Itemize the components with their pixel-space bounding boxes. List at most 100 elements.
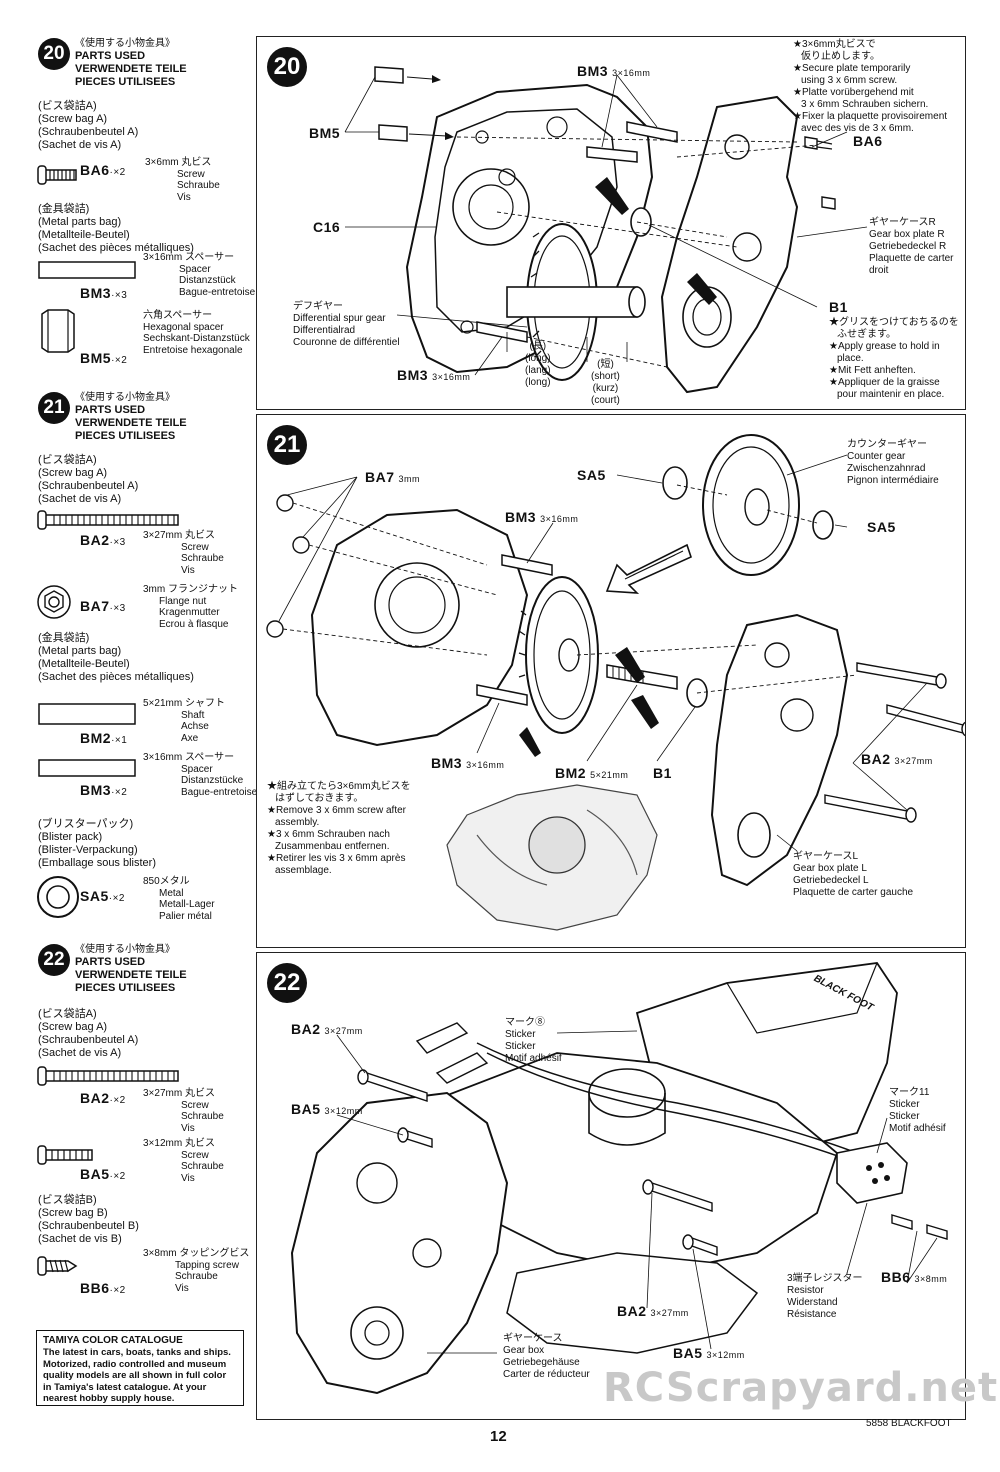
sa5-code: SA5·×2 — [80, 888, 125, 904]
bm2-code: BM2·×1 — [80, 730, 128, 746]
blister-de: (Blister-Verpackung) — [38, 844, 138, 856]
step-22-illustration — [290, 962, 948, 1395]
sa5-description: 850メタル Metal Metall-Lager Palier métal — [143, 876, 215, 922]
step-20-illustration — [344, 66, 868, 394]
ba2-description: 3×27mm 丸ビス Screw Schraube Vis — [143, 1088, 224, 1134]
bag-a-fr: (Sachet de vis A) — [38, 1047, 122, 1059]
bearing-sa5-icon — [37, 876, 79, 918]
step-badge-20: 20 — [38, 38, 70, 70]
ba2-code: BA2·×2 — [80, 1090, 126, 1106]
parts-used-de: VERWENDETE TEILE — [75, 63, 187, 75]
bm3-description: 3×16mm スペーサー Spacer Distanzstücke Bague-… — [143, 752, 258, 798]
step-badge-21: 21 — [38, 392, 70, 424]
bm3-description: 3×16mm スペーサー Spacer Distanzstück Bague-e… — [143, 252, 256, 298]
ba5-code: BA5·×2 — [80, 1166, 126, 1182]
parts-used-de: VERWENDETE TEILE — [75, 969, 187, 981]
ba7-description: 3mm フランジナット Flange nut Kragenmutter Ecro… — [143, 584, 238, 630]
parts-used-jp: 《使用する小物金具》 — [75, 38, 175, 49]
bag-a-fr: (Sachet de vis A) — [38, 493, 122, 505]
bm5-description: 六角スペーサー Hexagonal spacer Sechskant-Dista… — [143, 310, 250, 356]
bm2-description: 5×21mm シャフト Shaft Achse Axe — [143, 698, 225, 744]
ba2-description: 3×27mm 丸ビス Screw Schraube Vis — [143, 530, 224, 576]
bm3-code: BM3·×2 — [80, 782, 128, 798]
step-badge-22: 22 — [38, 944, 70, 976]
parts-used-jp: 《使用する小物金具》 — [75, 944, 175, 955]
label-sa5-left: SA5 — [577, 467, 606, 483]
bm3-code: BM3·×3 — [80, 285, 128, 301]
parts-used-fr: PIECES UTILISEES — [75, 430, 176, 442]
callout-grease: ★グリスをつけておちるのをふせぎます。 ★Apply grease to hol… — [829, 317, 959, 400]
metal-bag-jp: (金具袋詰) — [38, 632, 90, 644]
callout-short: (短)(short)(kurz)(court) — [591, 359, 620, 406]
parts-used-fr: PIECES UTILISEES — [75, 76, 176, 88]
metal-bag-jp: (金具袋詰) — [38, 203, 90, 215]
screw-ba2-icon — [37, 510, 179, 530]
blister-fr: (Emballage sous blister) — [38, 857, 156, 869]
callout-secure-plate: ★3×6mm丸ビスで仮り止めします。 ★Secure plate tempora… — [793, 39, 948, 134]
bag-a-jp: (ビス袋詰A) — [38, 100, 97, 112]
ba6-code: BA6·×2 — [80, 162, 126, 178]
bag-a-de: (Schraubenbeutel A) — [38, 126, 139, 138]
screw-ba5-icon — [37, 1145, 93, 1165]
step-badge-22: 22 — [267, 963, 307, 1003]
label-c16: C16 — [313, 219, 341, 235]
bb6-code: BB6·×2 — [80, 1280, 126, 1296]
label-b1: B1 — [653, 765, 672, 781]
bag-a-en: (Screw bag A) — [38, 1021, 108, 1033]
label-sa5-right: SA5 — [867, 519, 896, 535]
metal-bag-fr: (Sachet des pièces métalliques) — [38, 671, 194, 683]
bm5-code: BM5·×2 — [80, 350, 128, 366]
metal-bag-de: (Metallteile-Beutel) — [38, 658, 130, 670]
spacer-bm3-icon — [38, 261, 136, 279]
label-b1: B1 — [829, 299, 848, 315]
bag-a-jp: (ビス袋詰A) — [38, 454, 97, 466]
metal-bag-en: (Metal parts bag) — [38, 216, 122, 228]
bag-a-en: (Screw bag A) — [38, 467, 108, 479]
watermark: RCScrapyard.net — [603, 1365, 999, 1411]
metal-bag-en: (Metal parts bag) — [38, 645, 122, 657]
bag-b-fr: (Sachet de vis B) — [38, 1233, 122, 1245]
parts-used-fr: PIECES UTILISEES — [75, 982, 176, 994]
parts-used-en: PARTS USED — [75, 956, 146, 968]
bag-a-fr: (Sachet de vis A) — [38, 139, 122, 151]
blister-en: (Blister pack) — [38, 831, 103, 843]
parts-used-en: PARTS USED — [75, 404, 146, 416]
ba5-description: 3×12mm 丸ビス Screw Schraube Vis — [143, 1138, 224, 1184]
bag-a-en: (Screw bag A) — [38, 113, 108, 125]
screw-ba2-icon — [37, 1066, 179, 1086]
bb6-description: 3×8mm タッピングビス Tapping screw Schraube Vis — [143, 1248, 250, 1294]
bag-a-jp: (ビス袋詰A) — [38, 1008, 97, 1020]
ba7-code: BA7·×3 — [80, 598, 126, 614]
metal-bag-fr: (Sachet des pièces métalliques) — [38, 242, 194, 254]
parts-used-jp: 《使用する小物金具》 — [75, 392, 175, 403]
parts-used-en: PARTS USED — [75, 50, 146, 62]
callout-long: (長)(long)(lang)(long) — [525, 341, 551, 388]
step-badge-21: 21 — [267, 425, 307, 465]
hex-spacer-bm5-icon — [41, 309, 75, 353]
ba6-description: 3×6mm 丸ビス Screw Schraube Vis — [145, 157, 220, 203]
bag-a-de: (Schraubenbeutel A) — [38, 1034, 139, 1046]
screw-ba6-icon — [37, 165, 77, 185]
tapping-screw-bb6-icon — [37, 1256, 78, 1276]
bag-a-de: (Schraubenbeutel A) — [38, 480, 139, 492]
page-number: 12 — [490, 1428, 507, 1445]
bag-b-jp: (ビス袋詰B) — [38, 1194, 97, 1206]
